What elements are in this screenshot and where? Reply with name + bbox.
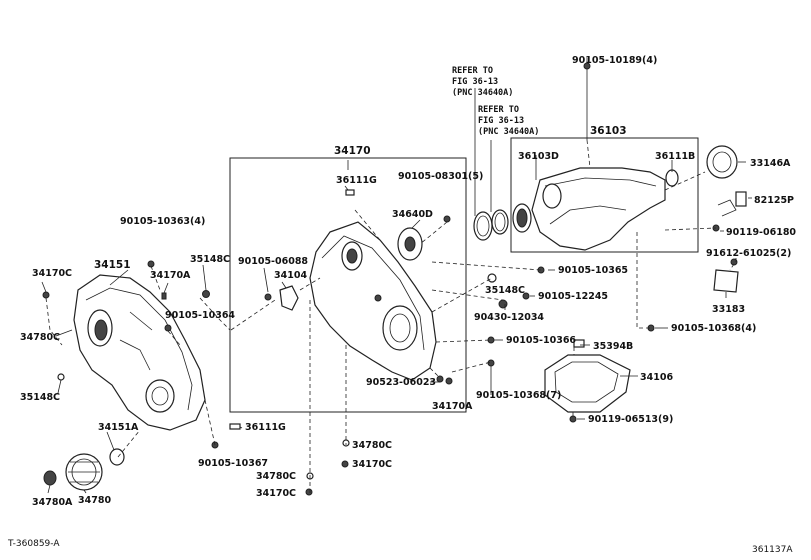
label-34170: 34170 [334,145,371,157]
sensor-82125p [717,191,747,217]
label-90430-12034: 90430-12034 [474,312,544,323]
label-35148c-mid: 35148C [485,285,525,296]
label-34151a: 34151A [98,422,139,433]
extension-housing-36103 [531,167,666,251]
label-33183: 33183 [712,304,745,315]
label-36111b: 36111B [655,151,695,162]
label-90105-10365: 90105-10365 [558,265,628,276]
pin-36111g-top [345,189,355,196]
bushing-36111b [665,169,679,187]
label-35148c-bottom: 35148C [20,392,60,403]
label-35394b: 35394B [593,341,633,352]
dust-cover-33146a [706,145,738,179]
pin-34170a-mid [445,377,453,385]
label-34780c-low: 34780C [256,471,296,482]
label-refer2-line1: REFER TO [478,105,519,115]
label-90105-10363: 90105-10363(4) [120,216,205,227]
bolt-90105-10364 [164,324,172,332]
bolt-90119-06513 [569,415,577,423]
bolt-90105-08301 [443,215,451,223]
label-34640d: 34640D [392,209,433,220]
label-90105-10367: 90105-10367 [198,458,268,469]
group-box-36103 [510,137,699,253]
label-90119-06513: 90119-06513(9) [588,414,673,425]
front-case-34151 [73,274,206,431]
shield-33183 [713,269,739,293]
footer-right-code: 361137A [752,545,793,555]
bolt-34170c-low [305,488,313,496]
gasket-90430-12034 [498,299,508,309]
label-34170a-mid: 34170A [432,401,473,412]
label-90105-06088: 90105-06088 [238,256,308,267]
bolt-90523-06023 [436,375,444,383]
label-34170a-left: 34170A [150,270,191,281]
bolt-90105-12245 [522,292,530,300]
label-refer1-line3: (PNC 34640A) [452,88,513,98]
label-90105-10189: 90105-10189(4) [572,55,657,66]
label-34104: 34104 [274,270,307,281]
label-34106: 34106 [640,372,673,383]
label-34151: 34151 [94,259,131,271]
label-91612-61025: 91612-61025(2) [706,248,791,259]
label-34170c-left: 34170C [32,268,72,279]
label-90119-06180: 90119-06180 [726,227,796,238]
leader-lines [41,58,752,494]
label-36111g-bottom: 36111G [245,422,286,433]
oil-pan-34106 [544,354,631,413]
bolt-34170c-mid [341,460,349,468]
label-90523-06023: 90523-06023 [366,377,436,388]
plug-35148c-left [202,290,210,298]
plug-35148c-bottom [57,373,65,381]
pin-36111g-bottom [229,423,241,430]
label-36103d: 36103D [518,151,559,162]
label-34170c-mid: 34170C [352,459,392,470]
label-34780: 34780 [78,495,111,506]
label-90105-10364: 90105-10364 [165,310,235,321]
label-35148c-left: 35148C [190,254,230,265]
label-90105-10368-7: 90105-10368(7) [476,390,561,401]
plate-34640d [397,227,423,261]
label-refer2-line3: (PNC 34640A) [478,127,539,137]
label-refer1-line1: REFER TO [452,66,493,76]
plug-35148c-mid [487,273,497,283]
footer-left-code: T-360859-A [7,539,60,549]
bracket-34104 [279,285,299,311]
label-34780c-left: 34780C [20,332,60,343]
label-90105-10368-4: 90105-10368(4) [671,323,756,334]
label-34780c-mid: 34780C [352,440,392,451]
label-90105-12245: 90105-12245 [538,291,608,302]
rear-case-34170 [309,221,437,381]
group-box-34170 [229,157,467,413]
bolt-90105-10367 [211,441,219,449]
label-90105-08301: 90105-08301(5) [398,171,483,182]
oil-seal-34780 [43,448,125,491]
label-82125p: 82125P [754,195,794,206]
bolt-91612-61025 [730,258,738,266]
label-36103: 36103 [590,125,627,137]
label-90105-10366: 90105-10366 [506,335,576,346]
magnet-35394b [573,339,585,348]
label-refer2-line2: FIG 36-13 [478,116,524,126]
label-33146a: 33146A [750,158,791,169]
pin-34170a-left [161,292,167,300]
label-34170c-low: 34170C [256,488,296,499]
ring-refer-2 [491,209,509,235]
bolt-34170c-left [42,291,50,299]
label-refer1-line2: FIG 36-13 [452,77,498,87]
bolt-90105-10368-7 [487,359,495,367]
label-34780a: 34780A [32,497,73,508]
label-36111g-top: 36111G [336,175,377,186]
bolt-90105-06088 [264,293,272,301]
assembly-lines [45,139,735,495]
